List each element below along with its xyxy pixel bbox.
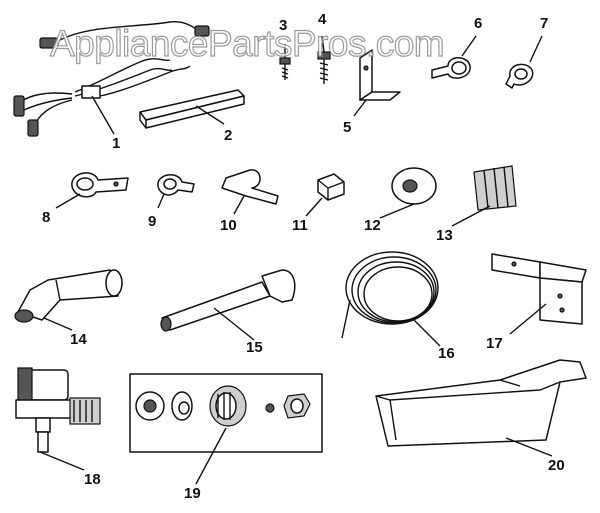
part-14-elbow-fitting[interactable]	[14, 269, 123, 323]
callout-12: 12	[364, 217, 381, 234]
part-1-wire-harness[interactable]	[13, 20, 210, 137]
part-17-bracket[interactable]	[491, 253, 587, 325]
callout-13: 13	[436, 227, 453, 244]
callout-7: 7	[540, 15, 548, 32]
callout-2: 2	[224, 127, 232, 144]
part-7-clamp[interactable]	[505, 63, 534, 89]
callout-8: 8	[42, 209, 50, 226]
part-10-clip[interactable]	[221, 169, 279, 205]
callout-6: 6	[474, 15, 482, 32]
callout-5: 5	[343, 119, 351, 136]
watermark-text: AppliancePartsPros.com	[50, 23, 444, 64]
callout-9: 9	[148, 213, 156, 230]
callout-15: 15	[246, 339, 263, 356]
callout-17: 17	[486, 335, 503, 352]
part-8-clamp[interactable]	[71, 172, 129, 198]
leader-lines	[39, 35, 553, 485]
callout-1: 1	[112, 135, 120, 152]
callout-numbers: 1 2 3 4 5 6 7 8 9 10 11 12 13 14 15 16 1…	[42, 11, 565, 502]
part-11-nut[interactable]	[317, 173, 345, 201]
part-13-pad[interactable]	[473, 165, 517, 211]
callout-16: 16	[438, 345, 455, 362]
callout-3: 3	[279, 17, 287, 34]
callout-18: 18	[84, 471, 101, 488]
part-16-tubing-coil[interactable]	[341, 251, 439, 339]
part-5-bracket[interactable]	[359, 49, 401, 101]
part-12-washer[interactable]	[391, 167, 437, 205]
part-9-clamp[interactable]	[157, 174, 195, 196]
callout-11: 11	[292, 217, 308, 234]
part-6-clamp[interactable]	[431, 57, 471, 79]
part-18-water-valve[interactable]	[15, 367, 101, 453]
callout-10: 10	[220, 217, 237, 234]
part-20-ice-tray[interactable]	[375, 359, 587, 447]
callout-20: 20	[548, 457, 565, 474]
part-15-pipe[interactable]	[160, 269, 296, 332]
callout-14: 14	[70, 331, 87, 348]
part-2-channel[interactable]	[139, 89, 245, 129]
callout-4: 4	[318, 11, 327, 28]
callout-19: 19	[184, 485, 201, 502]
part-19-fitting-kit[interactable]	[129, 373, 323, 453]
